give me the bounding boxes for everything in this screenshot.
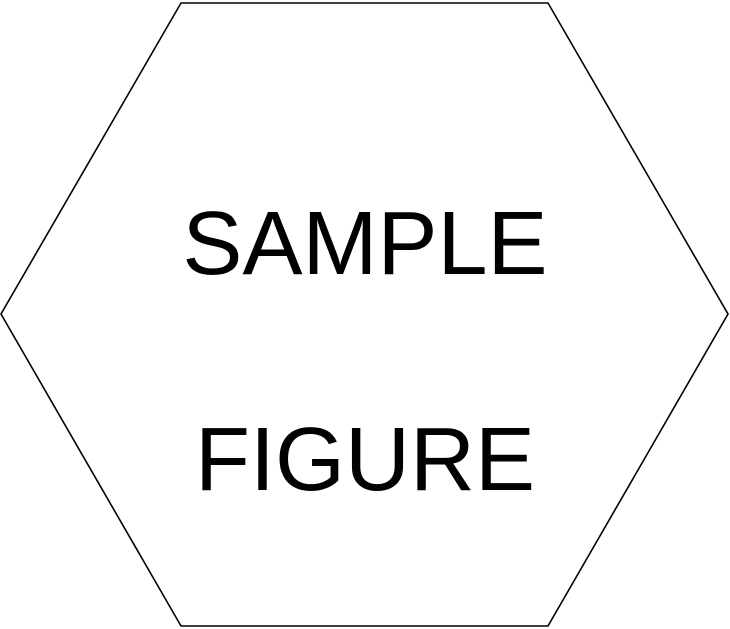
figure-label-line-1: SAMPLE <box>182 194 548 294</box>
figure-label-line-2: FIGURE <box>194 410 535 510</box>
